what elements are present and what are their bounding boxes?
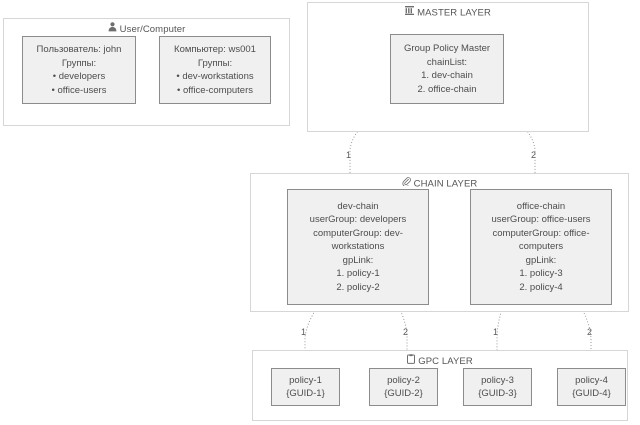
node-office-chain-policy-1: 2. policy-4 <box>519 281 563 293</box>
node-dev-chain-title: dev-chain <box>337 200 379 212</box>
cluster-master-layer-title: MASTER LAYER <box>308 6 588 19</box>
node-user-title: Пользователь: john <box>36 44 122 55</box>
node-policy-2[interactable]: policy-2 {GUID-2} <box>369 368 438 406</box>
node-policy-4[interactable]: policy-4 {GUID-4} <box>557 368 626 406</box>
node-policy-4-name: policy-4 <box>575 374 608 386</box>
node-office-chain-policy-0: 1. policy-3 <box>519 268 563 280</box>
node-user[interactable]: Пользователь: john Группы: • developers … <box>22 36 136 104</box>
cluster-chain-layer-title: CHAIN LAYER <box>251 177 628 190</box>
edge-label-dev-chain-policy-1: 1 <box>301 327 307 337</box>
node-dev-chain-user-group: userGroup: developers <box>309 214 407 226</box>
node-office-chain-title: office-chain <box>516 200 566 212</box>
bank-icon <box>405 6 415 18</box>
cluster-gpc-layer-title: GPC LAYER <box>253 354 627 368</box>
cluster-user-computer-label: User/Computer <box>119 24 186 35</box>
edge-label-dev-chain-policy-2: 2 <box>403 327 409 337</box>
node-policy-3[interactable]: policy-3 {GUID-3} <box>463 368 532 406</box>
node-policy-2-name: policy-2 <box>387 374 420 386</box>
edge-label-office-chain-policy-4: 2 <box>587 327 593 337</box>
node-dev-chain-gplink-label: gpLink: <box>342 254 374 266</box>
node-policy-1-guid: {GUID-1} <box>286 388 325 399</box>
node-dev-chain-computer-group: computerGroup: dev-workstations <box>313 227 403 253</box>
cluster-user-computer-title: User/Computer <box>4 22 289 36</box>
node-computer[interactable]: Компьютер: ws001 Группы: • dev-workstati… <box>159 36 271 104</box>
node-dev-chain-policy-1: 2. policy-2 <box>336 281 380 293</box>
node-computer-group-0: • dev-workstations <box>176 71 254 82</box>
node-office-chain[interactable]: office-chain userGroup: office-users com… <box>470 189 612 305</box>
edge-label-master-dev-chain: 1 <box>346 150 352 160</box>
paperclip-icon <box>402 177 411 189</box>
node-computer-groups-label: Группы: <box>197 57 233 69</box>
node-policy-1-name: policy-1 <box>289 374 322 386</box>
cluster-chain-layer-label: CHAIN LAYER <box>413 178 478 190</box>
node-user-groups-label: Группы: <box>61 57 97 69</box>
node-group-policy-master[interactable]: Group Policy Master chainList: 1. dev-ch… <box>390 34 504 104</box>
node-dev-chain[interactable]: dev-chain userGroup: developers computer… <box>287 189 429 305</box>
node-policy-3-name: policy-3 <box>481 374 514 386</box>
node-policy-3-guid: {GUID-3} <box>478 388 517 399</box>
person-icon <box>108 22 117 35</box>
node-master-title: Group Policy Master <box>403 43 491 54</box>
node-user-group-0: • developers <box>52 71 106 82</box>
node-user-group-1: • office-users <box>51 84 107 96</box>
node-master-chain-0: 1. dev-chain <box>421 70 473 81</box>
edge-label-master-office-chain: 2 <box>531 150 537 160</box>
edge-label-office-chain-policy-3: 1 <box>493 327 499 337</box>
node-office-chain-computer-group: computerGroup: office-computers <box>492 227 590 253</box>
cluster-gpc-layer-label: GPC LAYER <box>418 356 473 367</box>
node-office-chain-gplink-label: gpLink: <box>525 254 557 266</box>
node-policy-1[interactable]: policy-1 {GUID-1} <box>271 368 340 406</box>
cluster-master-layer-label: MASTER LAYER <box>417 7 491 19</box>
clipboard-icon <box>407 354 416 367</box>
node-policy-2-guid: {GUID-2} <box>384 388 423 399</box>
node-master-chain-1: 2. office-chain <box>417 83 477 95</box>
node-office-chain-user-group: userGroup: office-users <box>491 214 591 226</box>
node-computer-group-1: • office-computers <box>176 84 253 96</box>
node-master-list-label: chainList: <box>426 56 468 68</box>
node-dev-chain-policy-0: 1. policy-1 <box>336 268 380 280</box>
node-computer-title: Компьютер: ws001 <box>174 44 256 55</box>
node-policy-4-guid: {GUID-4} <box>572 388 611 399</box>
